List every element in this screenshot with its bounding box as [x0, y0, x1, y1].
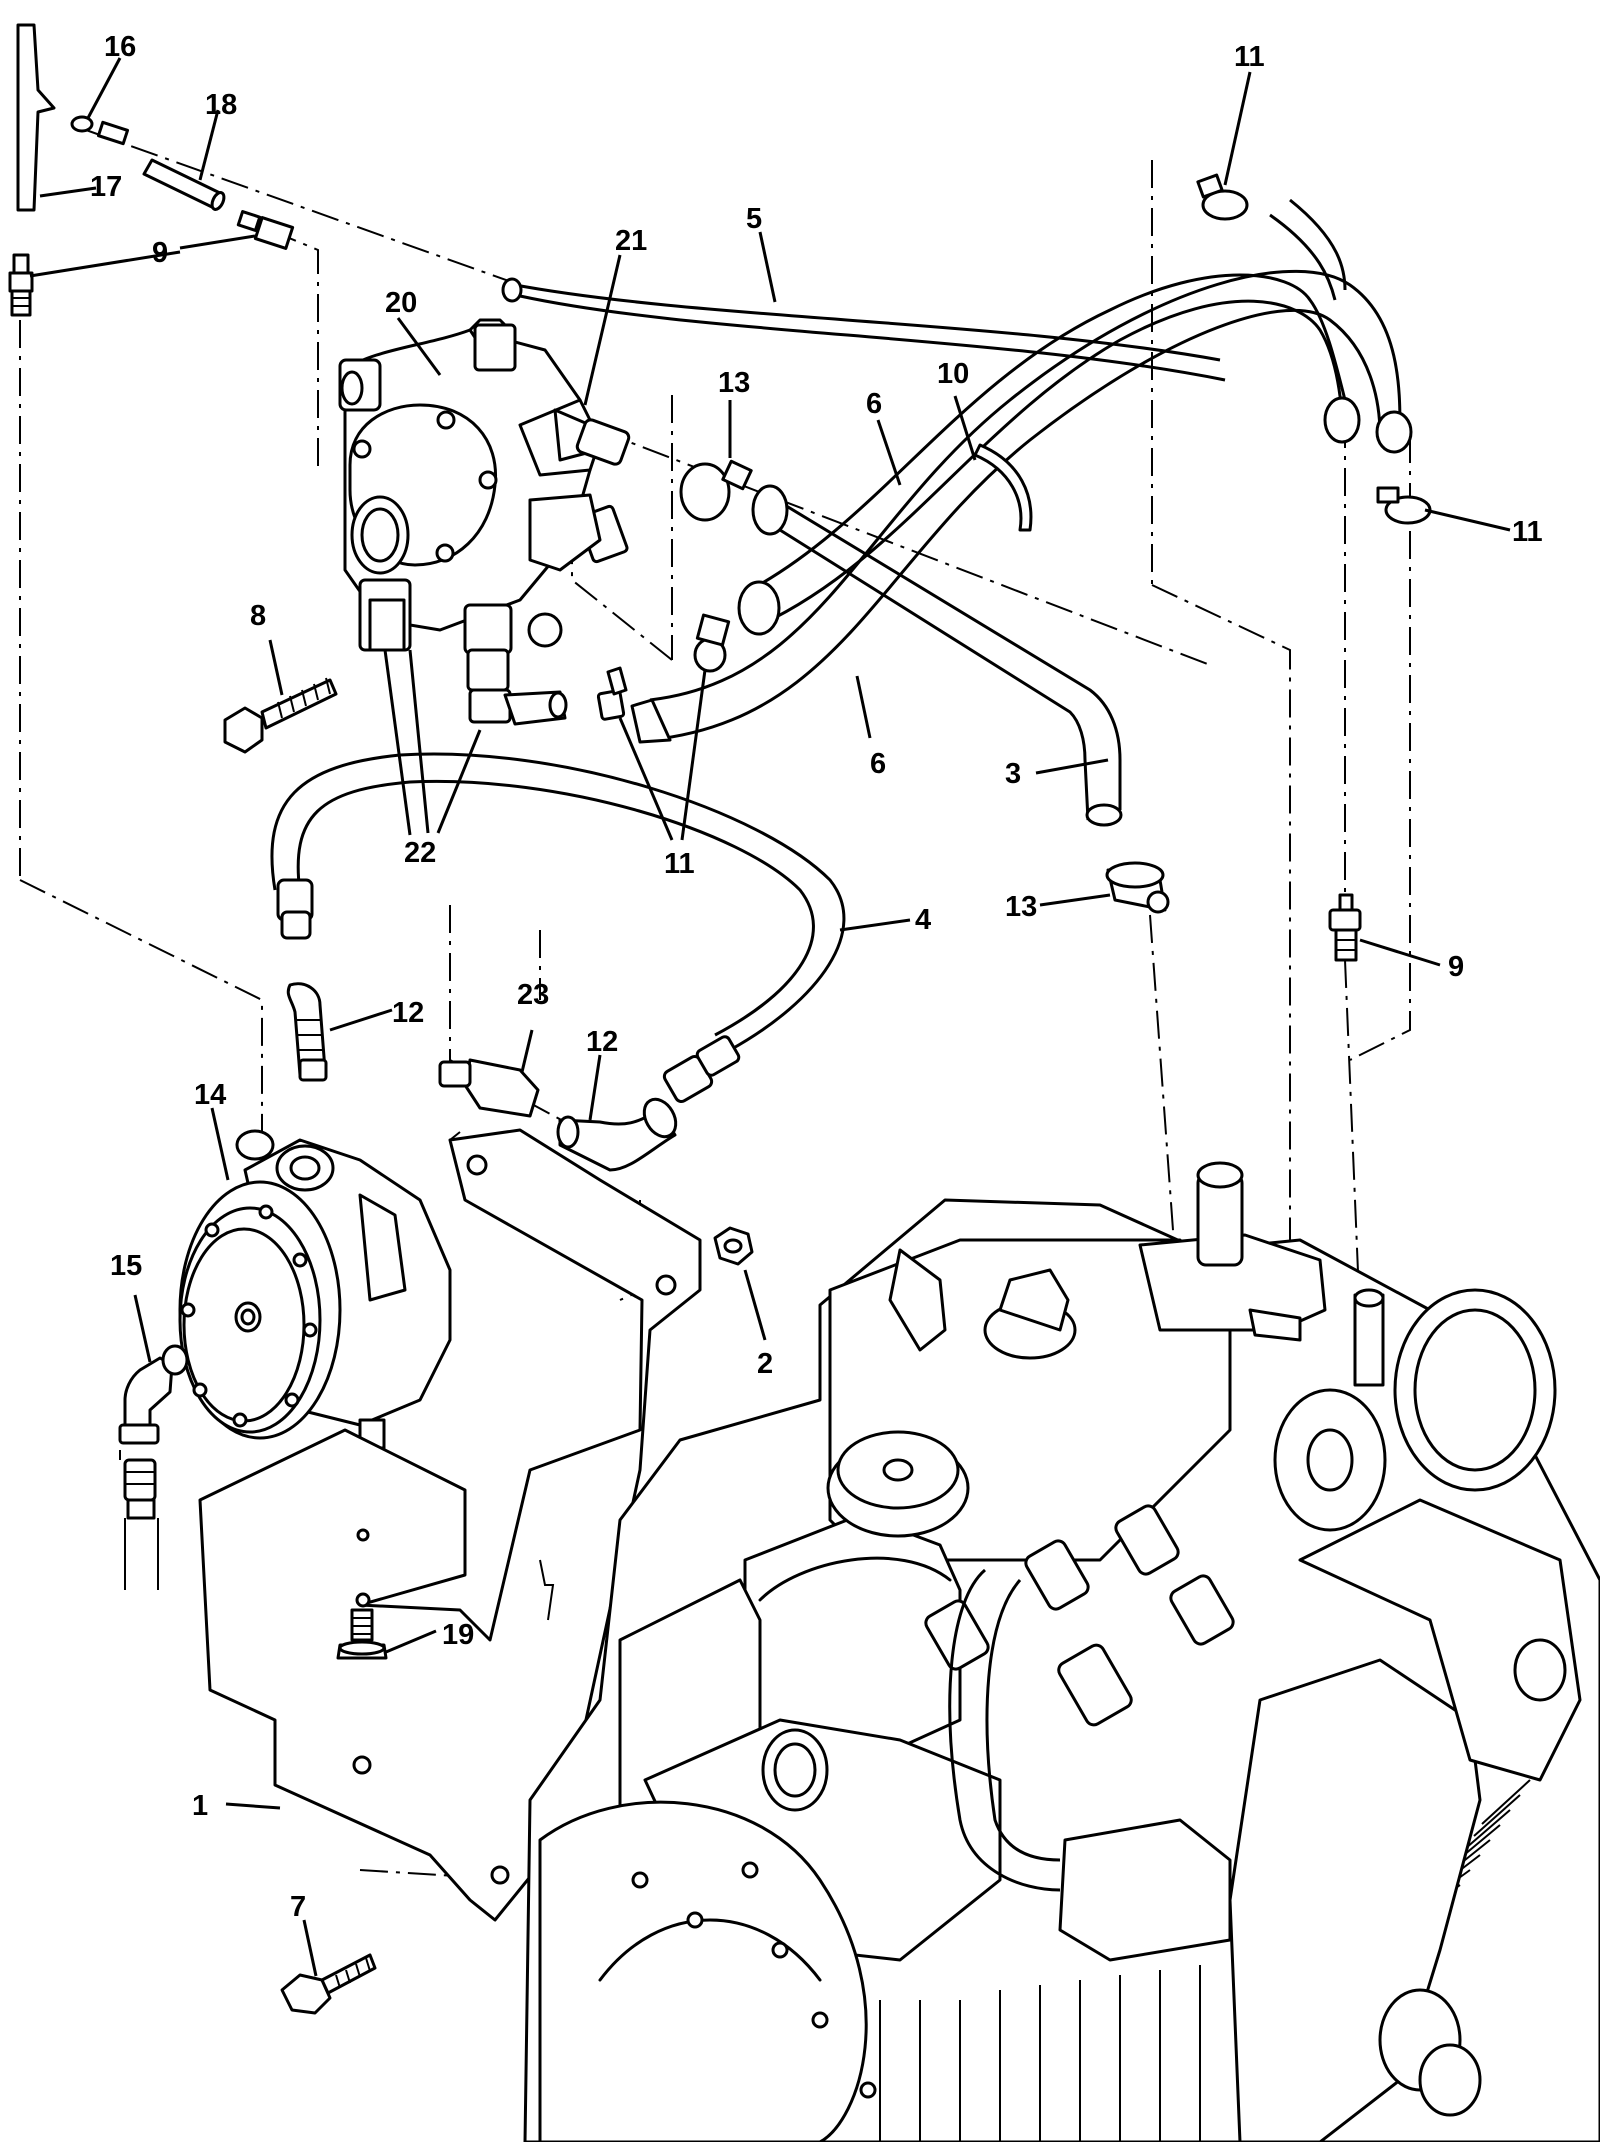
bolt-7	[280, 1953, 377, 2015]
fitting-23	[438, 1058, 540, 1118]
callout-9-right: 9	[1448, 951, 1464, 983]
callout-3: 3	[1005, 758, 1021, 790]
clamp-11-lower	[693, 613, 731, 673]
clamp-11-top	[1196, 173, 1249, 221]
clamp-13-upper	[679, 459, 753, 522]
callout-12-lower: 12	[586, 1026, 618, 1058]
elbow-12-upper	[286, 982, 328, 1082]
nut-2	[713, 1226, 754, 1266]
hose-6	[649, 269, 1402, 702]
hoses	[270, 198, 1413, 1104]
tie-10	[973, 443, 1033, 532]
callout-11-top: 11	[1234, 41, 1265, 73]
fitting-16	[70, 115, 130, 146]
callout-13-upper: 13	[718, 367, 750, 399]
dipstick	[16, 23, 56, 212]
elbow-15	[118, 1344, 189, 1590]
callout-23: 23	[517, 979, 549, 1011]
leaders	[29, 57, 1511, 1977]
callout-12-upper: 12	[392, 997, 424, 1029]
screw-19	[336, 1608, 388, 1660]
callout-2: 2	[757, 1348, 773, 1380]
elbow-12-lower	[556, 1097, 678, 1172]
callout-9-left: 9	[152, 237, 168, 269]
callout-16: 16	[104, 31, 136, 63]
callout-8: 8	[250, 600, 266, 632]
callout-11-right: 11	[1512, 516, 1543, 548]
clamp-11-mid	[596, 666, 628, 721]
clamp-11-right	[1376, 486, 1432, 525]
callout-22: 22	[404, 837, 436, 869]
regulator-20	[338, 318, 631, 726]
hose-5	[509, 282, 1221, 362]
callout-17: 17	[90, 171, 122, 203]
fitting-9-right	[1328, 893, 1362, 962]
callout-15: 15	[110, 1250, 142, 1282]
block-ribs	[879, 1965, 1201, 2142]
fitting-9-upper	[236, 210, 295, 250]
callout-7: 7	[290, 1891, 306, 1923]
dipstick-assembly	[8, 23, 295, 317]
bracket-1	[198, 1128, 702, 1922]
callout-21: 21	[615, 225, 647, 257]
hose-3	[759, 488, 1122, 810]
callout-11-lower: 11	[664, 848, 695, 880]
regulator-14	[178, 1129, 452, 1450]
callout-14: 14	[194, 1079, 226, 1111]
engine-block	[523, 1161, 1600, 2142]
callout-10: 10	[937, 358, 969, 390]
clamp-13-lower	[1105, 861, 1170, 914]
callout-13-lower: 13	[1005, 891, 1037, 923]
callout-1: 1	[192, 1790, 208, 1822]
callout-6-upper: 6	[866, 388, 882, 420]
callout-20: 20	[385, 287, 417, 319]
fitting-9-left	[8, 253, 34, 317]
callout-6-lower: 6	[870, 748, 886, 780]
callouts: 16 18 17 9 11 5 21 20 13 6 10 11 8 6 3 2…	[90, 31, 1543, 1923]
bolt-8	[223, 677, 338, 754]
hose-18	[142, 158, 226, 211]
hose-4	[270, 752, 846, 1052]
callout-18: 18	[205, 89, 237, 121]
callout-5: 5	[746, 203, 762, 235]
clamps	[596, 173, 1432, 914]
callout-4: 4	[915, 904, 931, 936]
callout-19: 19	[442, 1619, 474, 1651]
